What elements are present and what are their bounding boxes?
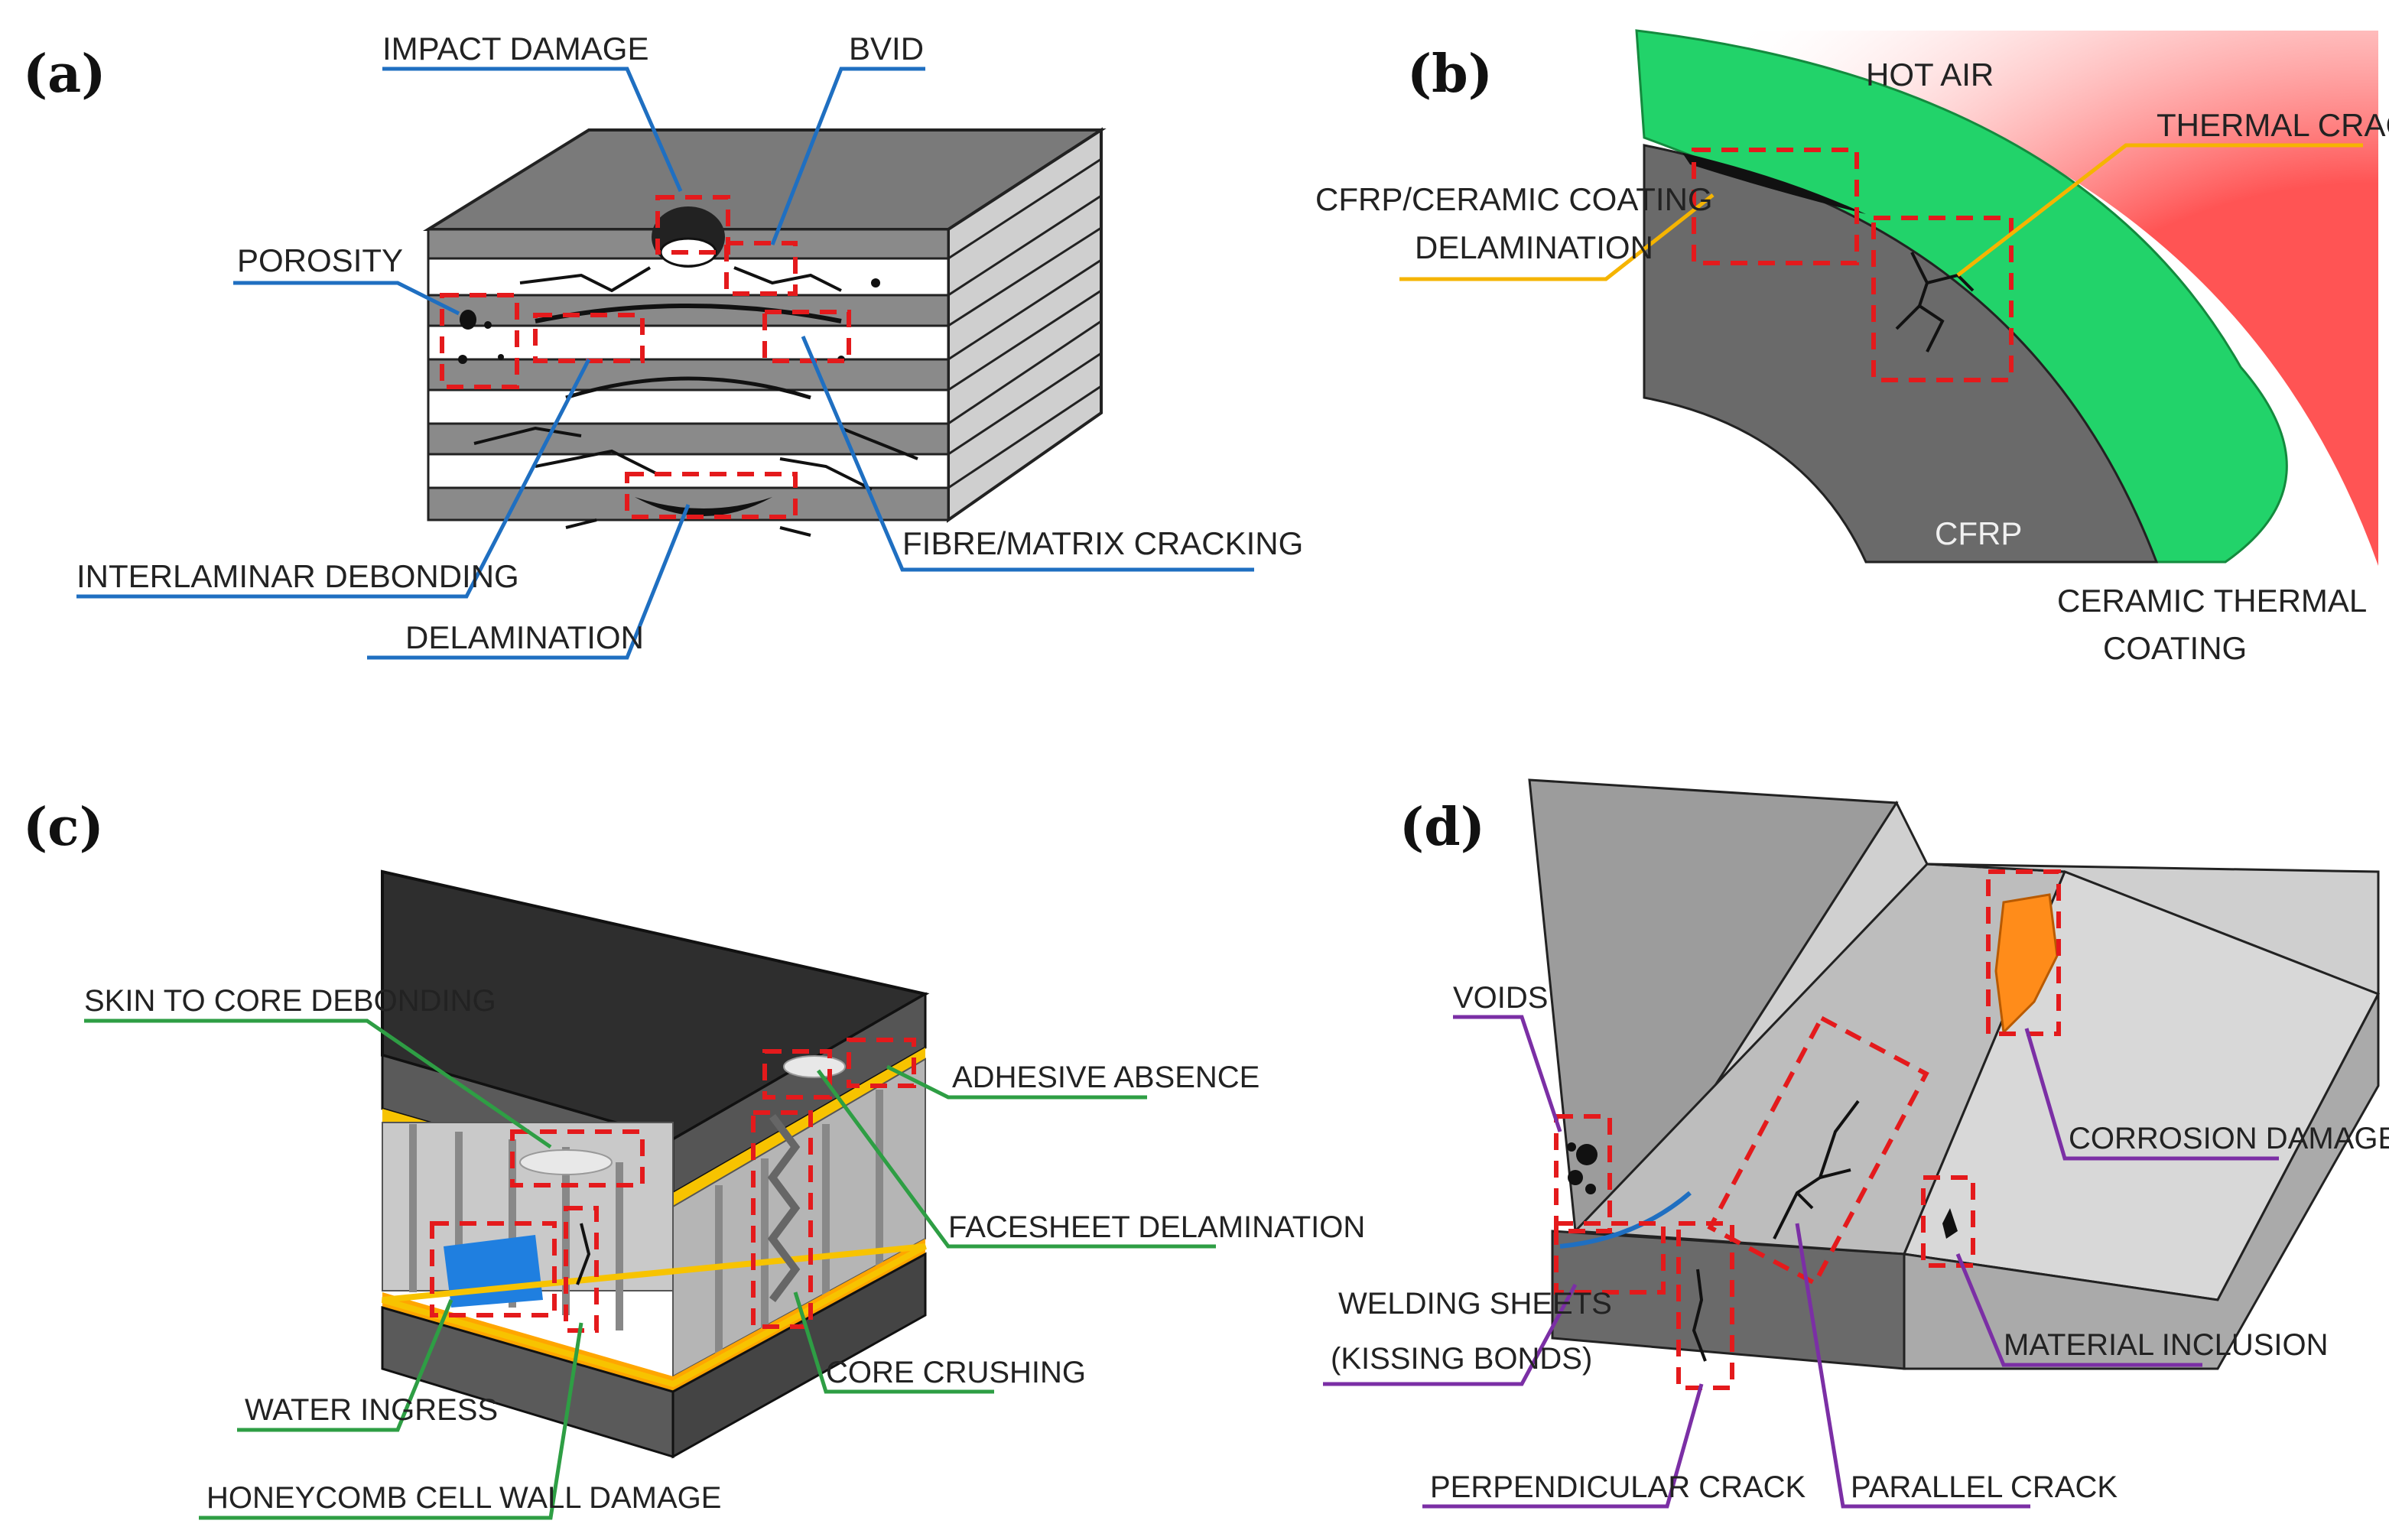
water-ingress-box [430,1221,557,1317]
thermal-crack-box [1871,216,2014,382]
impact-damage-label: IMPACT DAMAGE [382,31,649,67]
joint-geometry [1528,778,2381,1370]
hot-air-region [1637,31,2378,566]
voids-label: VOIDS [1453,981,1548,1015]
ceramic-coating-label-line2: COATING [2103,630,2247,666]
corrosion-box [1986,869,2061,1036]
honeycomb-leader [199,1322,583,1520]
cfrp-body [1643,144,2159,564]
panel-b-tag: (b) [1407,44,1493,105]
panel-c-tag: (c) [23,797,104,858]
facesheet-delamination-label: FACESHEET DELAMINATION [948,1210,1365,1244]
skin-core-debond-box [510,1129,645,1187]
cfrp-label: CFRP [1935,515,2022,551]
panel-d: (d) [1323,778,2389,1509]
interlaminar-debonding-label: INTERLAMINAR DEBONDING [76,558,519,594]
fibre-matrix-box [762,310,851,363]
voids-leader [1453,1015,1562,1132]
welding-leader [1323,1283,1578,1386]
perpendicular-crack-leader [1422,1383,1704,1509]
adhesive-absence-leader [886,1064,1147,1100]
water-ingress-label: WATER INGRESS [245,1393,498,1427]
core-crushing-box [751,1110,813,1329]
ceramic-coating-label-line1: CERAMIC THERMAL [2057,583,2367,619]
corrosion-damage-label: CORROSION DAMAGE [2069,1122,2389,1155]
parallel-crack-leader [1795,1223,2030,1509]
material-inclusion-label: MATERIAL INCLUSION [2004,1328,2329,1362]
fibre-matrix-leader [801,336,1254,572]
interlaminar-leader [76,358,591,599]
facesheet-delamination-leader [816,1069,1216,1249]
voids-box [1554,1114,1612,1233]
core-crushing-leader [793,1291,994,1394]
welding-sheets-label-line1: WELDING SHEETS [1338,1287,1612,1321]
delamination-box [625,472,798,519]
thermal-crack-leader [1956,143,2363,277]
porosity-leader [233,281,460,316]
panel-a: (a) [23,31,1303,660]
coating-delamination-box [1692,148,1859,265]
thermal-crack-label: THERMAL CRACK [2157,107,2389,143]
impact-damage-leader [382,67,683,193]
parallel-crack-box [1707,1015,1929,1287]
hot-air-label: HOT AIR [1866,57,1994,93]
welding-sheets-label-line2: (KISSING BONDS) [1331,1342,1592,1376]
impact-damage-box [655,195,730,255]
porosity-label: POROSITY [237,242,403,278]
porosity-box [440,293,519,389]
panel-d-tag: (d) [1399,797,1485,858]
fibre-matrix-cracking-label: FIBRE/MATRIX CRACKING [902,525,1303,561]
core-crushing-label: CORE CRUSHING [826,1356,1086,1389]
adhesive-absence-box-1 [762,1049,832,1100]
delamination-leader [367,504,691,660]
panel-c: (c) [23,797,1365,1520]
skin-core-debonding-label: SKIN TO CORE DEBONDING [84,984,496,1018]
corrosion-leader [2024,1028,2279,1161]
water-ingress-leader [237,1299,453,1432]
panel-a-tag: (a) [23,44,106,105]
panel-b: (b) HOT AIR THERMAL CRACK CFRP/CERAMIC C… [1315,29,2389,666]
cfrp-coating-label-line1: CFRP/CERAMIC COATING [1315,181,1713,217]
parallel-crack-label: PARALLEL CRACK [1851,1470,2118,1504]
bvid-leader [770,67,925,245]
welding-box [1554,1221,1666,1295]
bvid-label: BVID [849,31,924,67]
delamination-label: DELAMINATION [405,619,644,655]
bvid-box [724,241,798,296]
inclusion-leader [1955,1253,2202,1367]
skin-core-leader [84,1019,552,1149]
honeycomb-damage-label: HONEYCOMB CELL WALL DAMAGE [206,1481,721,1515]
adhesive-absence-label: ADHESIVE ABSENCE [952,1061,1260,1094]
cfrp-coating-label-line2: DELAMINATION [1415,229,1653,265]
coating-delamination-leader [1399,193,1715,281]
inclusion-box [1921,1175,1975,1268]
adhesive-absence-box-2 [847,1038,916,1088]
perpendicular-crack-label: PERPENDICULAR CRACK [1430,1470,1806,1504]
